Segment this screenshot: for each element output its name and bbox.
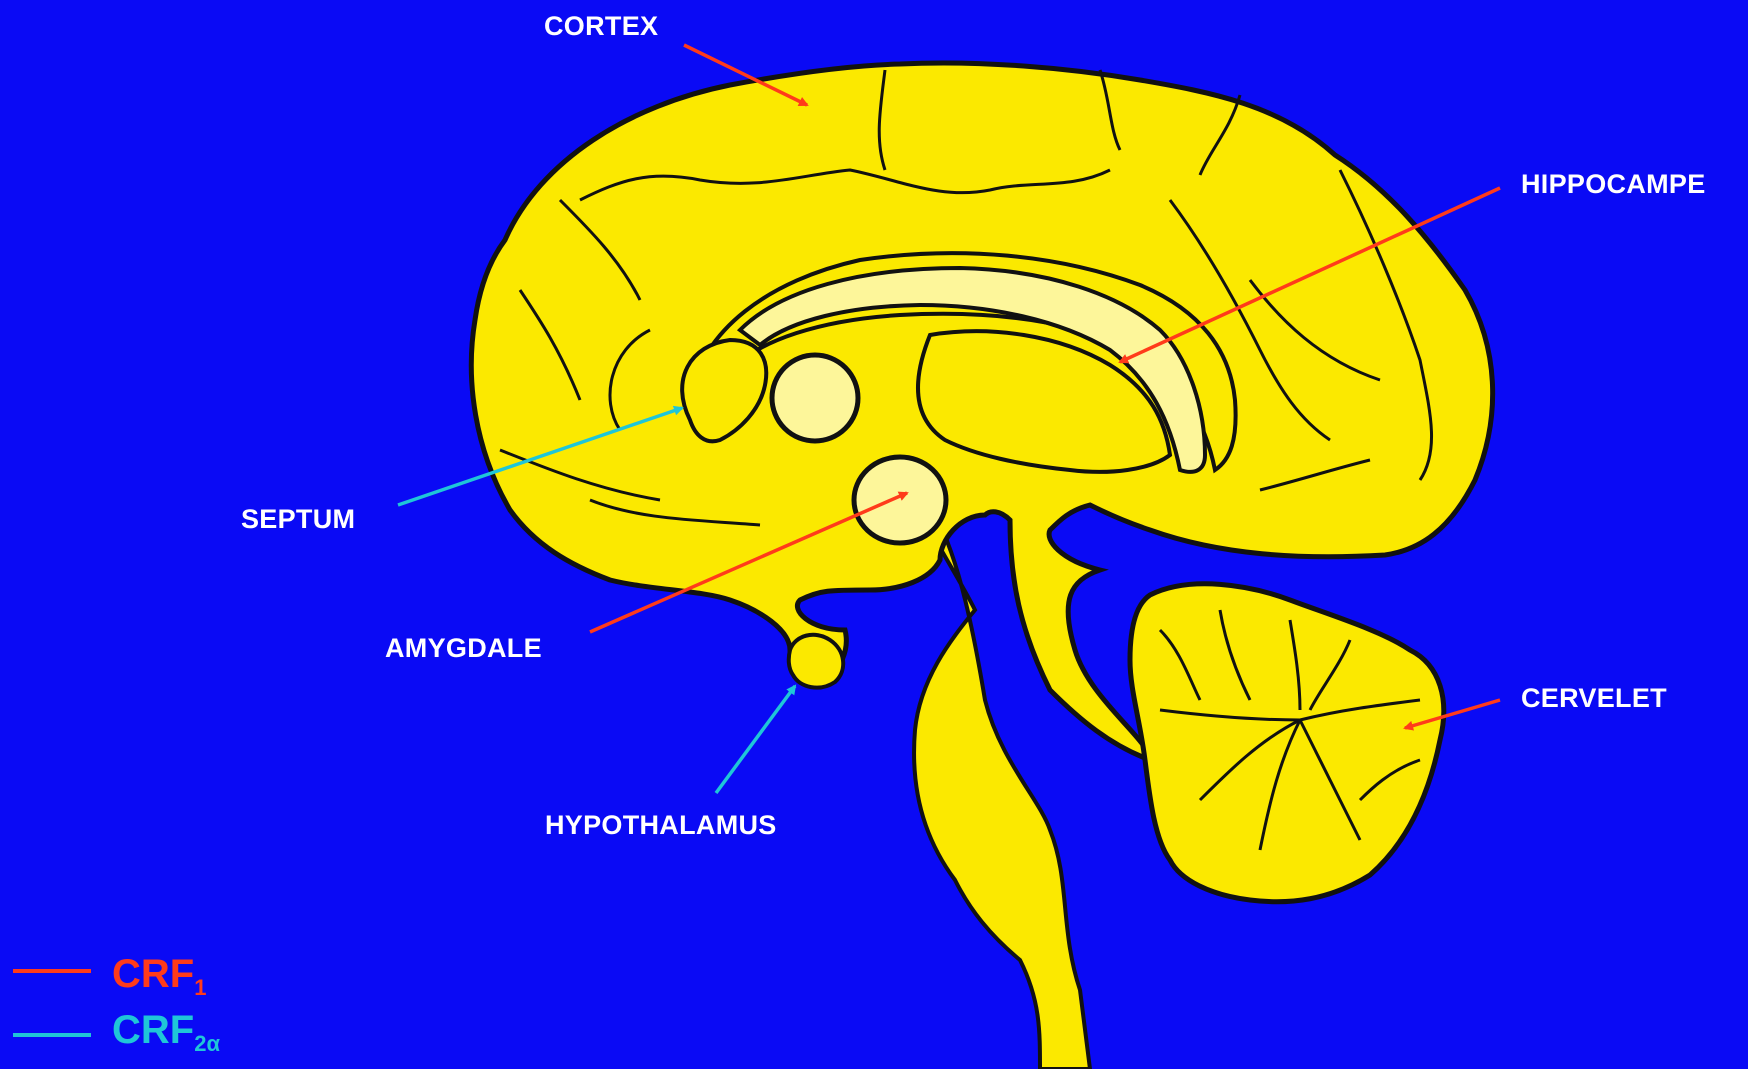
label-cervelet: CERVELET (1521, 683, 1667, 714)
hypothalamus-structure (789, 635, 843, 688)
legend-label-crf2a: CRF2α (112, 1008, 220, 1057)
legend-crf2a-main: CRF (112, 1008, 194, 1052)
amygdale-structure (854, 457, 946, 543)
legend-swatch-crf1 (13, 969, 91, 973)
label-cortex: CORTEX (544, 11, 658, 42)
legend-crf2a-sub: 2α (194, 1031, 220, 1056)
label-septum: SEPTUM (241, 504, 355, 535)
label-amygdale: AMYGDALE (385, 633, 542, 664)
label-hypothalamus: HYPOTHALAMUS (545, 810, 777, 841)
legend-label-crf1: CRF1 (112, 952, 206, 1001)
cerebellum (1130, 584, 1444, 902)
legend-crf1-main: CRF (112, 952, 194, 996)
legend-crf1-sub: 1 (194, 975, 206, 1000)
legend-swatch-crf2a (13, 1033, 91, 1037)
label-hippocampe: HIPPOCAMPE (1521, 169, 1706, 200)
nucleus-circle (772, 355, 858, 441)
arrow-hypothalamus (716, 686, 795, 793)
